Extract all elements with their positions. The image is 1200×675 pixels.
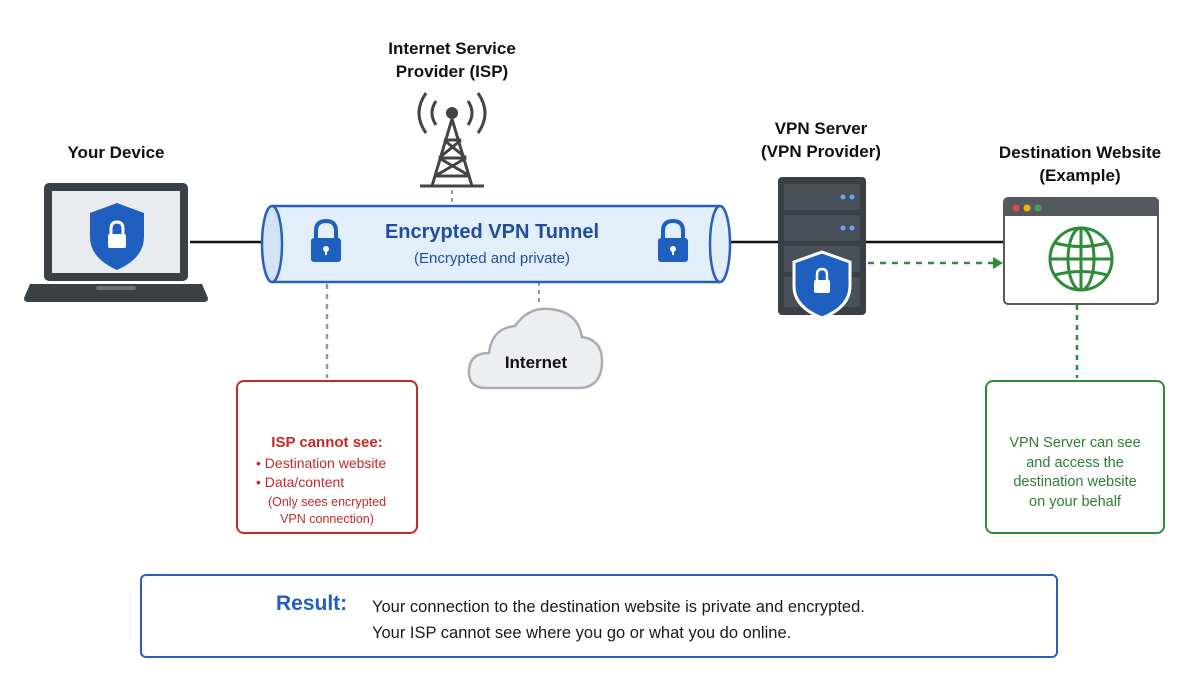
result-box bbox=[140, 574, 1058, 658]
isp-label-line2: Provider (ISP) bbox=[395, 62, 509, 81]
tunnel-title: Encrypted VPN Tunnel bbox=[384, 221, 600, 243]
vpn-box-line4: on your behalf bbox=[1029, 493, 1121, 510]
result-heading: Result: bbox=[276, 592, 348, 615]
isp-box-note-line2: VPN connection) bbox=[280, 512, 374, 526]
cloud-label: Internet bbox=[504, 353, 568, 372]
isp-label-line1: Internet Service bbox=[388, 39, 516, 58]
isp-box-note-line1: (Only sees encrypted bbox=[267, 495, 387, 509]
vpn-box-line3: destination website bbox=[1013, 474, 1137, 490]
vpn-tunnel bbox=[260, 204, 732, 284]
list-item: Destination website bbox=[256, 454, 416, 473]
isp-cannot-see-box: ISP cannot see: Destination website Data… bbox=[236, 380, 418, 534]
vpn-box-line1: VPN Server can see bbox=[1009, 435, 1141, 451]
result-line2: Your ISP cannot see where you go or what… bbox=[372, 624, 792, 642]
destination-label-line1: Destination Website bbox=[998, 143, 1162, 162]
lock-icon bbox=[658, 218, 688, 262]
list-item: Data/content bbox=[256, 473, 416, 492]
vpn-server-label-line1: VPN Server bbox=[774, 119, 868, 138]
isp-label: Internet Service Provider (ISP) bbox=[352, 37, 552, 83]
vpn-server-label: VPN Server (VPN Provider) bbox=[736, 117, 906, 163]
lock-icon bbox=[311, 218, 341, 262]
destination-label-line2: (Example) bbox=[1039, 166, 1121, 185]
dashed-arrow-head bbox=[993, 257, 1003, 269]
isp-box-heading: ISP cannot see: bbox=[271, 434, 383, 451]
destination-label: Destination Website (Example) bbox=[980, 141, 1180, 187]
vpn-server-can-see-box: VPN Server can see and access the destin… bbox=[985, 380, 1165, 534]
globe-icon bbox=[1048, 226, 1114, 292]
device-label: Your Device bbox=[67, 143, 165, 162]
isp-box-list: Destination website Data/content bbox=[256, 454, 416, 492]
vpn-server-label-line2: (VPN Provider) bbox=[761, 142, 881, 161]
vpn-box-line2: and access the bbox=[1026, 454, 1124, 471]
tunnel-subtitle: (Encrypted and private) bbox=[414, 250, 570, 267]
shield-lock-icon bbox=[90, 203, 144, 270]
radio-tower-icon bbox=[417, 92, 487, 188]
shield-lock-icon bbox=[792, 250, 852, 320]
cloud-icon bbox=[467, 307, 604, 390]
result-line1: Your connection to the destination websi… bbox=[372, 598, 865, 616]
